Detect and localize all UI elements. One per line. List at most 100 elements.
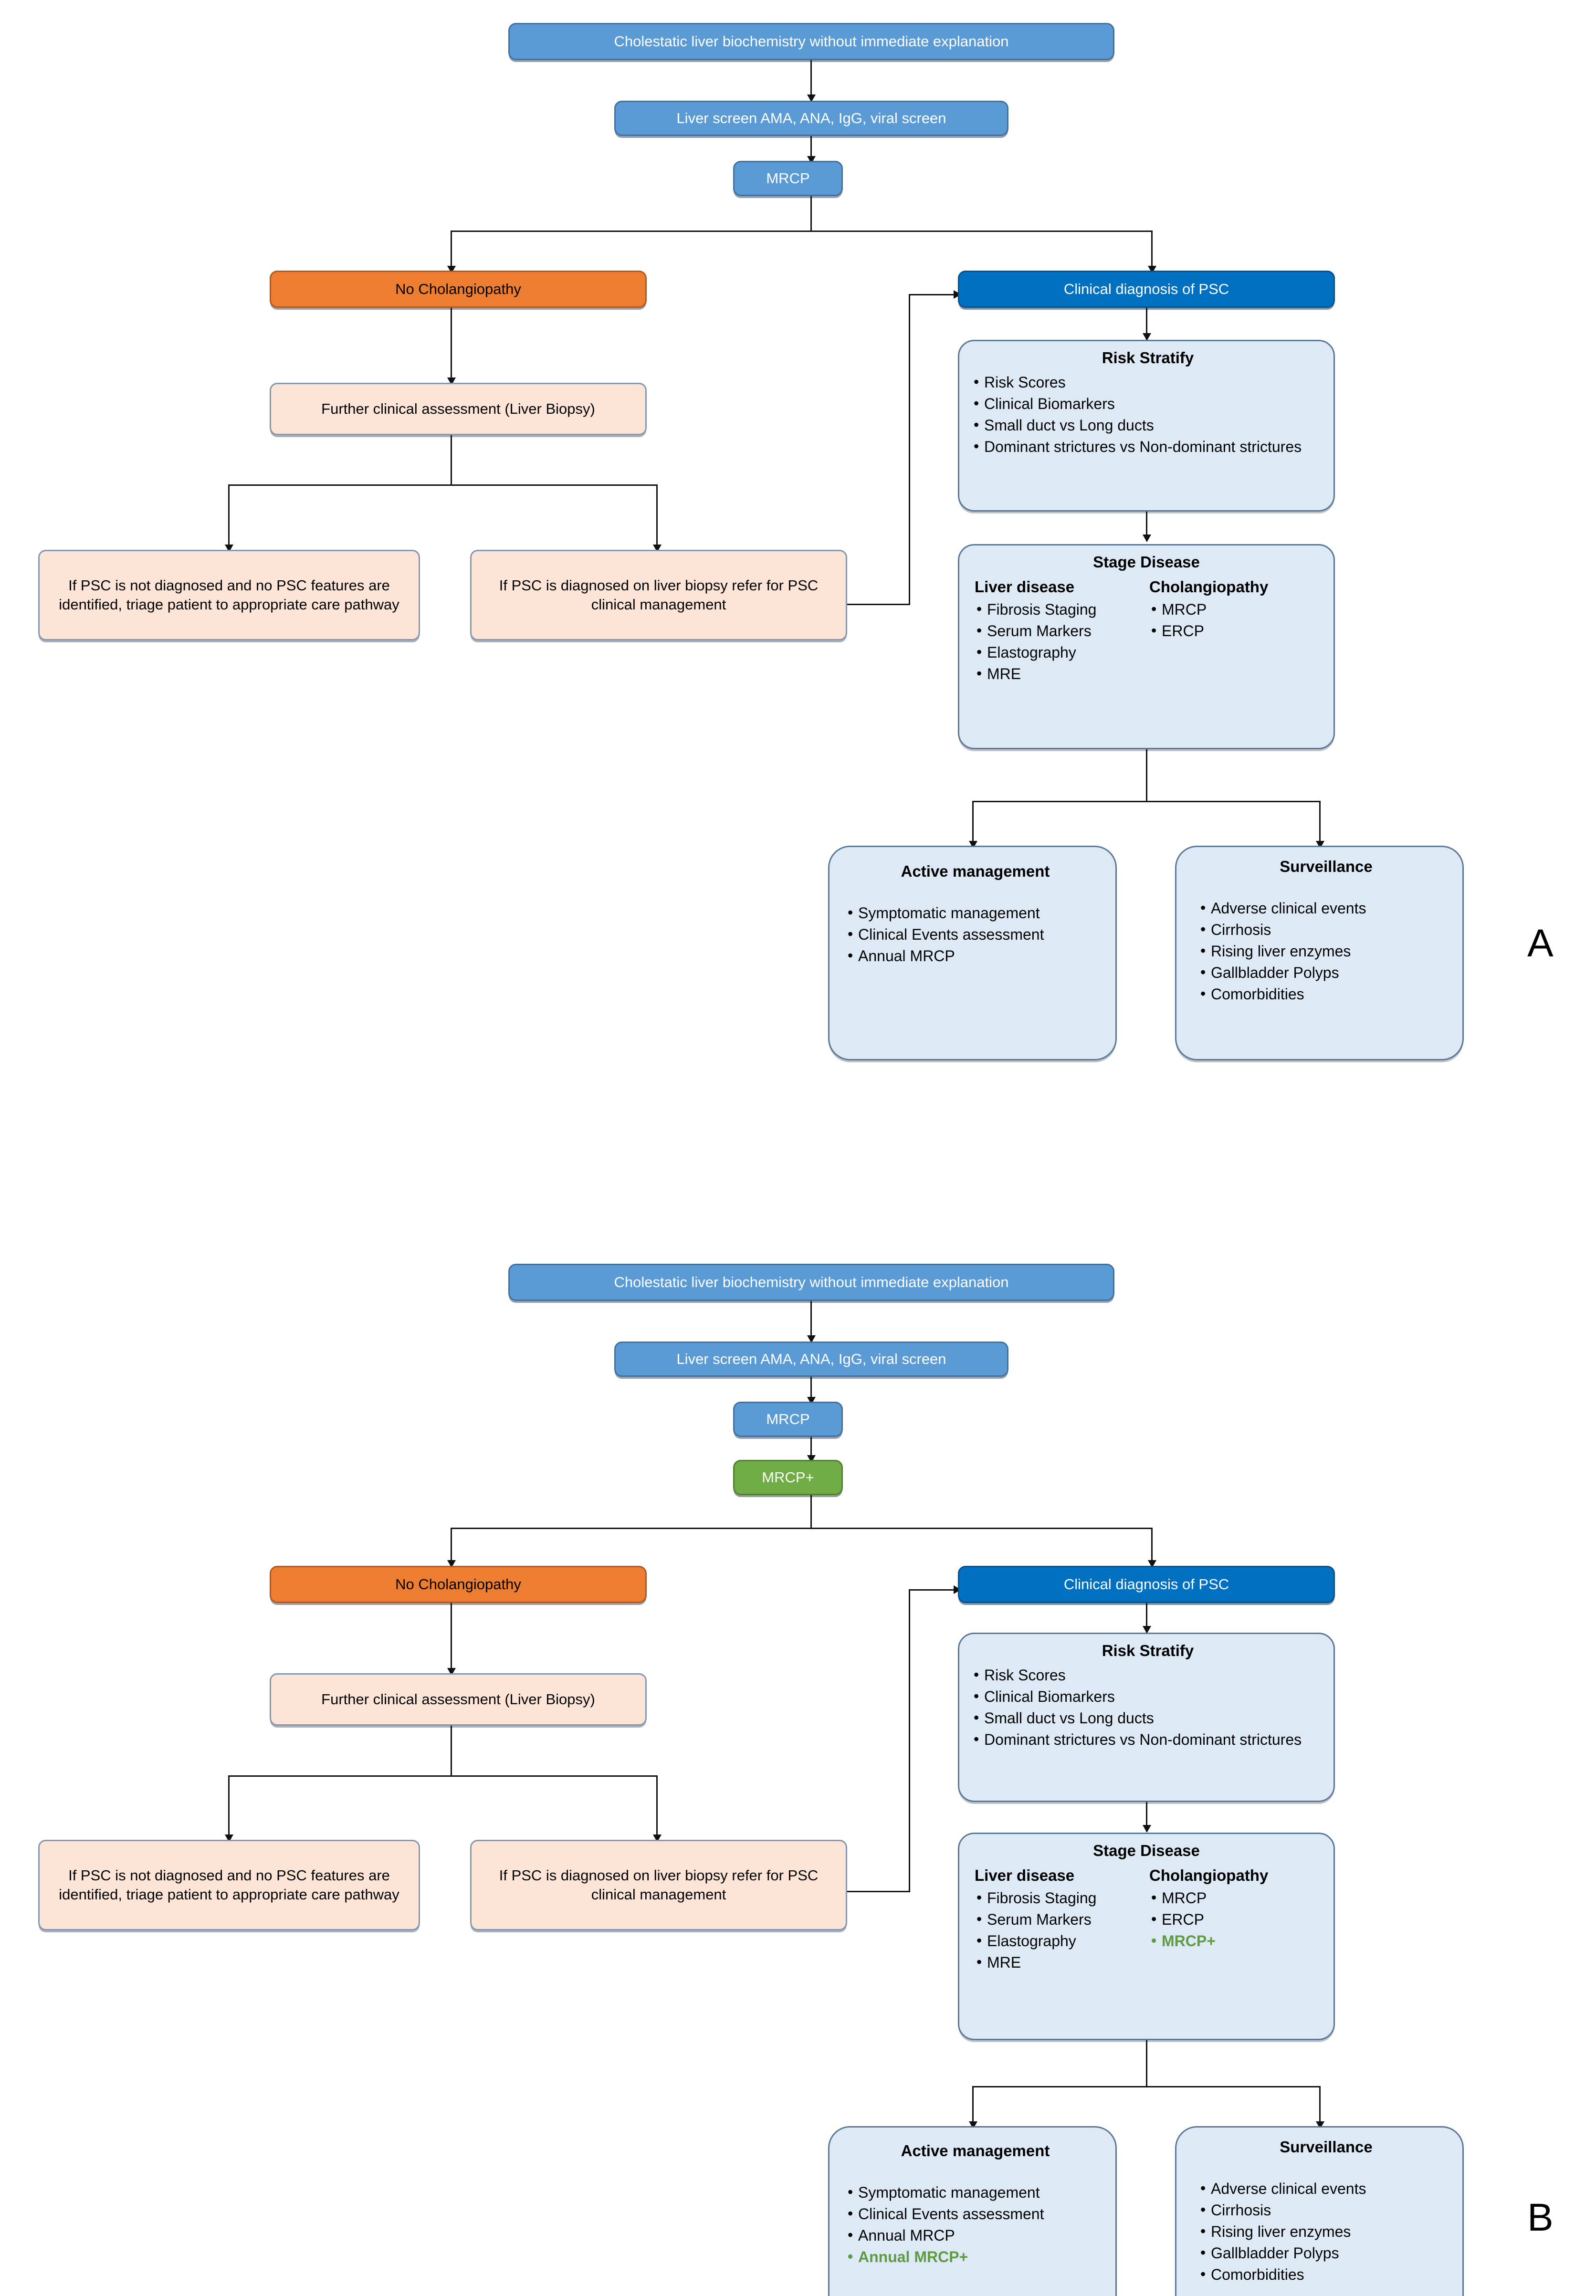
connector-to-no-cholangiopathy — [451, 1528, 452, 1567]
node-clinical-diagnosis-b[interactable]: Clinical diagnosis of PSC — [958, 1566, 1335, 1603]
connector-diagnosis-to-risk — [1146, 1603, 1147, 1633]
stage-chol-heading-a: Cholangiopathy — [1149, 578, 1269, 596]
list-item: Rising liver enzymes — [1198, 940, 1454, 962]
arrowhead — [1143, 1626, 1151, 1634]
box-risk-stratify-a-title: Risk Stratify — [1102, 349, 1194, 367]
list-item: ERCP — [1149, 620, 1327, 642]
connector-stage-split-bar — [972, 801, 1321, 802]
panel-label-a: A — [1527, 922, 1554, 965]
node-psc-diagnosed-a[interactable]: If PSC is diagnosed on liver biopsy refe… — [470, 550, 847, 640]
connector-to-active-management — [972, 2086, 974, 2128]
connector-start-to-screen — [810, 1301, 812, 1342]
list-item: Elastography — [975, 641, 1146, 663]
risk-stratify-list-a: Risk Scores Clinical Biomarkers Small du… — [972, 371, 1324, 458]
list-item: MRE — [975, 663, 1146, 685]
box-surveillance-a[interactable]: Surveillance Adverse clinical events Cir… — [1175, 846, 1464, 1060]
connector-feedback-v — [909, 1589, 910, 1892]
arrowhead — [807, 94, 816, 102]
list-item: Comorbidities — [1198, 2264, 1454, 2286]
node-further-assessment-a-label: Further clinical assessment (Liver Biops… — [321, 400, 595, 417]
connector-start-to-screen — [810, 60, 812, 101]
connector-to-psc-not-diagnosed — [228, 484, 230, 551]
node-further-assessment-b[interactable]: Further clinical assessment (Liver Biops… — [270, 1673, 647, 1726]
surveillance-list-b: Adverse clinical events Cirrhosis Rising… — [1198, 2178, 1454, 2286]
connector-screen-to-mrcp — [810, 136, 812, 164]
node-no-cholangiopathy-a-label: No Cholangiopathy — [395, 281, 521, 297]
node-mrcp-b[interactable]: MRCP — [733, 1402, 843, 1437]
node-no-cholangiopathy-a[interactable]: No Cholangiopathy — [270, 271, 647, 308]
node-start-b-label: Cholestatic liver biochemistry without i… — [614, 1274, 1009, 1290]
connector-to-clinical-diagnosis — [1151, 1528, 1153, 1567]
node-psc-not-diagnosed-b[interactable]: If PSC is not diagnosed and no PSC featu… — [38, 1840, 420, 1930]
node-mrcp-plus-b[interactable]: MRCP+ — [733, 1460, 843, 1495]
list-item: Cirrhosis — [1198, 2199, 1454, 2221]
box-stage-disease-a[interactable]: Stage Disease Liver disease Fibrosis Sta… — [958, 544, 1335, 749]
connector-mrcp-split-bar — [451, 231, 1153, 232]
connector-feedback-v — [909, 294, 910, 605]
list-item: Rising liver enzymes — [1198, 2221, 1454, 2243]
node-liver-screen-b[interactable]: Liver screen AMA, ANA, IgG, viral screen — [614, 1342, 1008, 1377]
list-item: Cirrhosis — [1198, 919, 1454, 941]
list-item: Serum Markers — [975, 620, 1146, 642]
stage-liver-list-a: Fibrosis Staging Serum Markers Elastogra… — [975, 598, 1146, 685]
connector-chol-to-assessment — [451, 1603, 452, 1675]
node-mrcp-a-label: MRCP — [766, 170, 810, 187]
list-item: Fibrosis Staging — [975, 1887, 1146, 1909]
node-liver-screen-a[interactable]: Liver screen AMA, ANA, IgG, viral screen — [614, 101, 1008, 136]
node-psc-diagnosed-b[interactable]: If PSC is diagnosed on liver biopsy refe… — [470, 1840, 847, 1930]
list-item: Clinical Events assessment — [846, 2203, 1105, 2225]
box-active-management-a[interactable]: Active management Symptomatic management… — [828, 846, 1117, 1060]
list-item: Risk Scores — [972, 1664, 1324, 1686]
list-item: MRCP — [1149, 598, 1327, 620]
stage-liver-heading-b: Liver disease — [975, 1866, 1075, 1884]
stage-liver-list-b: Fibrosis Staging Serum Markers Elastogra… — [975, 1887, 1146, 1973]
connector-stage-split-stem — [1146, 749, 1147, 802]
node-further-assessment-a[interactable]: Further clinical assessment (Liver Biops… — [270, 383, 647, 435]
list-item: Elastography — [975, 1930, 1146, 1952]
stage-chol-list-a: MRCP ERCP — [1149, 598, 1327, 642]
arrowhead — [807, 1335, 816, 1343]
node-no-cholangiopathy-b[interactable]: No Cholangiopathy — [270, 1566, 647, 1603]
list-item: Adverse clinical events — [1198, 2178, 1454, 2200]
connector-assessment-split-stem — [451, 1726, 452, 1776]
arrowhead — [1143, 535, 1151, 542]
connector-to-surveillance — [1319, 2086, 1321, 2128]
list-item: Comorbidities — [1198, 983, 1454, 1005]
box-risk-stratify-b[interactable]: Risk Stratify Risk Scores Clinical Bioma… — [958, 1633, 1335, 1802]
box-stage-disease-b[interactable]: Stage Disease Liver disease Fibrosis Sta… — [958, 1833, 1335, 2040]
arrowhead — [1143, 1825, 1151, 1833]
list-item: Risk Scores — [972, 371, 1324, 393]
connector-feedback-h1 — [847, 604, 910, 605]
list-item: Gallbladder Polyps — [1198, 2242, 1454, 2264]
node-mrcp-a[interactable]: MRCP — [733, 161, 843, 196]
node-clinical-diagnosis-a[interactable]: Clinical diagnosis of PSC — [958, 271, 1335, 308]
connector-risk-to-stage — [1146, 1802, 1147, 1832]
connector-stage-split-stem — [1146, 2040, 1147, 2087]
stage-liver-heading-a: Liver disease — [975, 578, 1075, 596]
stage-chol-list-b: MRCP ERCP MRCP+ — [1149, 1887, 1327, 1952]
node-start-b[interactable]: Cholestatic liver biochemistry without i… — [508, 1264, 1114, 1301]
box-risk-stratify-a[interactable]: Risk Stratify Risk Scores Clinical Bioma… — [958, 340, 1335, 512]
box-surveillance-b-title: Surveillance — [1280, 2138, 1373, 2156]
connector-mrcp-split-stem — [810, 196, 812, 231]
connector-to-active-management — [972, 801, 974, 848]
node-start-a[interactable]: Cholestatic liver biochemistry without i… — [508, 23, 1114, 60]
connector-feedback-h2 — [909, 294, 958, 295]
list-item: Gallbladder Polyps — [1198, 962, 1454, 984]
list-item: Symptomatic management — [846, 902, 1105, 924]
list-item: Annual MRCP — [846, 945, 1105, 967]
list-item: Serum Markers — [975, 1908, 1146, 1930]
list-item: Small duct vs Long ducts — [972, 414, 1324, 436]
node-clinical-diagnosis-b-label: Clinical diagnosis of PSC — [1063, 1576, 1229, 1593]
list-item: Dominant strictures vs Non-dominant stri… — [972, 436, 1324, 458]
node-psc-not-diagnosed-a-label: If PSC is not diagnosed and no PSC featu… — [59, 577, 399, 613]
node-further-assessment-b-label: Further clinical assessment (Liver Biops… — [321, 1691, 595, 1708]
connector-screen-to-mrcp — [810, 1377, 812, 1405]
box-surveillance-b[interactable]: Surveillance Adverse clinical events Cir… — [1175, 2126, 1464, 2296]
box-active-management-b[interactable]: Active management Symptomatic management… — [828, 2126, 1117, 2296]
connector-to-no-cholangiopathy — [451, 231, 452, 273]
list-item: Dominant strictures vs Non-dominant stri… — [972, 1729, 1324, 1751]
connector-to-psc-diagnosed — [656, 1775, 658, 1841]
node-psc-not-diagnosed-a[interactable]: If PSC is not diagnosed and no PSC featu… — [38, 550, 420, 640]
